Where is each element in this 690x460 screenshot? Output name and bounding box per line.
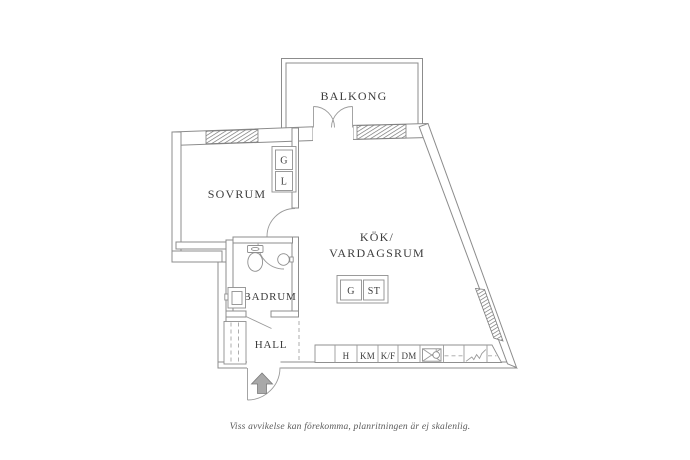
balcony-doors <box>313 106 353 142</box>
balcony-door-opening <box>313 122 353 142</box>
appliance-label-km: KM <box>360 351 375 361</box>
bathroom-top-wall <box>232 236 293 244</box>
kitchen-sink-icon <box>422 348 442 362</box>
bedroom-label: SOVRUM <box>208 187 267 201</box>
bedroom-closet-top-label: G <box>280 156 288 167</box>
hall: HALL <box>223 321 300 401</box>
balcony-outer-rail <box>281 58 423 128</box>
bathroom: BADRUM <box>224 242 296 329</box>
entrance-arrow-icon <box>250 372 274 394</box>
appliance-label-kf: K/F <box>381 351 396 361</box>
stove-icon <box>465 349 487 362</box>
livingroom-closet-left-label: G <box>347 286 355 297</box>
livingroom-closet-left-box <box>340 279 362 301</box>
livingroom-closet-right-box <box>363 279 385 301</box>
kitchen-living-label-line2: VARDAGSRUM <box>329 246 425 260</box>
diagonal-window-icon <box>474 288 504 342</box>
bedroom-closet-top-box <box>275 149 293 170</box>
washbasin-icon <box>277 253 294 266</box>
livingroom-closet-unit: G ST <box>336 275 389 304</box>
balcony-door-right-arc <box>331 106 353 128</box>
bedroom-closet-bottom-box <box>275 171 293 191</box>
kitchen-counter-outline <box>314 344 503 363</box>
kitchen-living-room: KÖK/ VARDAGSRUM G ST H KM K/F DM <box>314 230 503 363</box>
diagonal-wall <box>418 122 518 369</box>
entrance-opening <box>247 361 281 369</box>
caption: Viss avvikelse kan förekomma, planritnin… <box>230 421 471 432</box>
livingroom-window-icon <box>356 123 407 140</box>
hall-label: HALL <box>255 339 288 351</box>
balcony: BALKONG <box>281 58 423 128</box>
left-wall <box>171 131 182 252</box>
shower-icon <box>224 287 246 309</box>
bedroom-closet-bottom-label: L <box>281 177 288 188</box>
entrance-door-arc <box>247 367 281 401</box>
bedroom: SOVRUM G L <box>208 146 297 237</box>
bedroom-bottom-wall <box>175 241 234 250</box>
windows <box>205 123 504 342</box>
kitchen-counter: H KM K/F DM <box>314 344 503 363</box>
kitchen-living-label-line1: KÖK/ <box>360 230 394 244</box>
toilet-icon <box>247 245 264 272</box>
livingroom-closet-right-label: ST <box>368 286 380 297</box>
bathroom-door-leaf <box>245 316 272 329</box>
bathroom-right-wall <box>291 236 299 318</box>
appliance-label-h: H <box>343 351 350 361</box>
balcony-door-left-arc <box>313 106 335 128</box>
bathroom-bottom-wall-right <box>270 310 299 318</box>
appliance-label-dm: DM <box>402 351 417 361</box>
bathroom-bottom-wall-left <box>225 310 247 318</box>
balcony-inner-rail <box>285 62 419 128</box>
bedroom-door-arc <box>266 208 296 237</box>
balcony-label: BALKONG <box>320 89 387 103</box>
hall-closet <box>223 321 247 365</box>
left-step-wall <box>171 250 223 263</box>
bedroom-window-icon <box>205 129 259 145</box>
bathroom-label: BADRUM <box>243 291 296 303</box>
